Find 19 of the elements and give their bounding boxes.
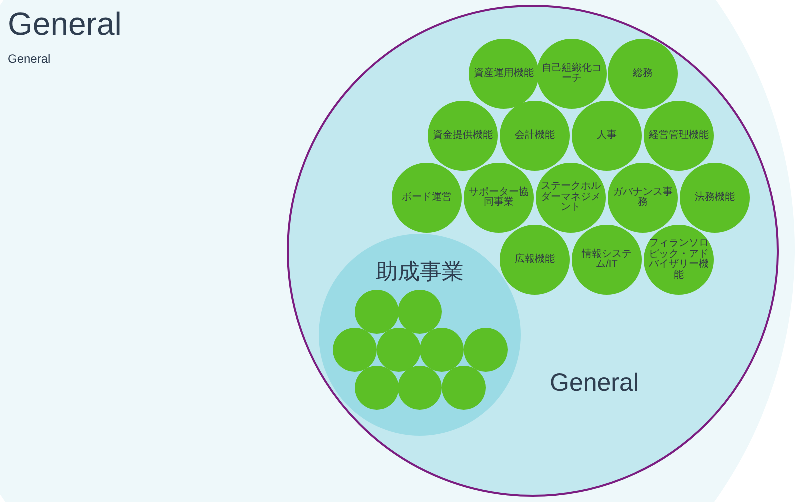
function-label: 総務 — [632, 68, 654, 80]
title: General — [8, 8, 122, 40]
function-label: 経営管理機能 — [648, 130, 710, 142]
function-label: ボード運営 — [401, 192, 453, 204]
function-label: 資産運用機能 — [473, 68, 535, 80]
function-label: ガバナンス事務 — [612, 188, 674, 208]
function-label: 法務機能 — [694, 192, 736, 204]
function-label: サポーター協同事業 — [468, 188, 530, 208]
function-label: ステークホルダーマネジメント — [540, 182, 602, 214]
function-label: 広報機能 — [514, 254, 556, 266]
group-label: General — [550, 368, 639, 399]
subtitle: General — [8, 51, 51, 68]
function-label: 人事 — [596, 130, 618, 142]
function-label: 自己組織化コーチ — [541, 64, 603, 84]
function-label: フィランソロピック・アドバイザリー機能 — [648, 239, 710, 281]
function-label: 情報システム/IT — [580, 250, 633, 270]
function-label: 資金提供機能 — [432, 130, 494, 142]
function-label: 会計機能 — [514, 130, 556, 142]
subgroup-label: 助成事業 — [375, 260, 465, 284]
